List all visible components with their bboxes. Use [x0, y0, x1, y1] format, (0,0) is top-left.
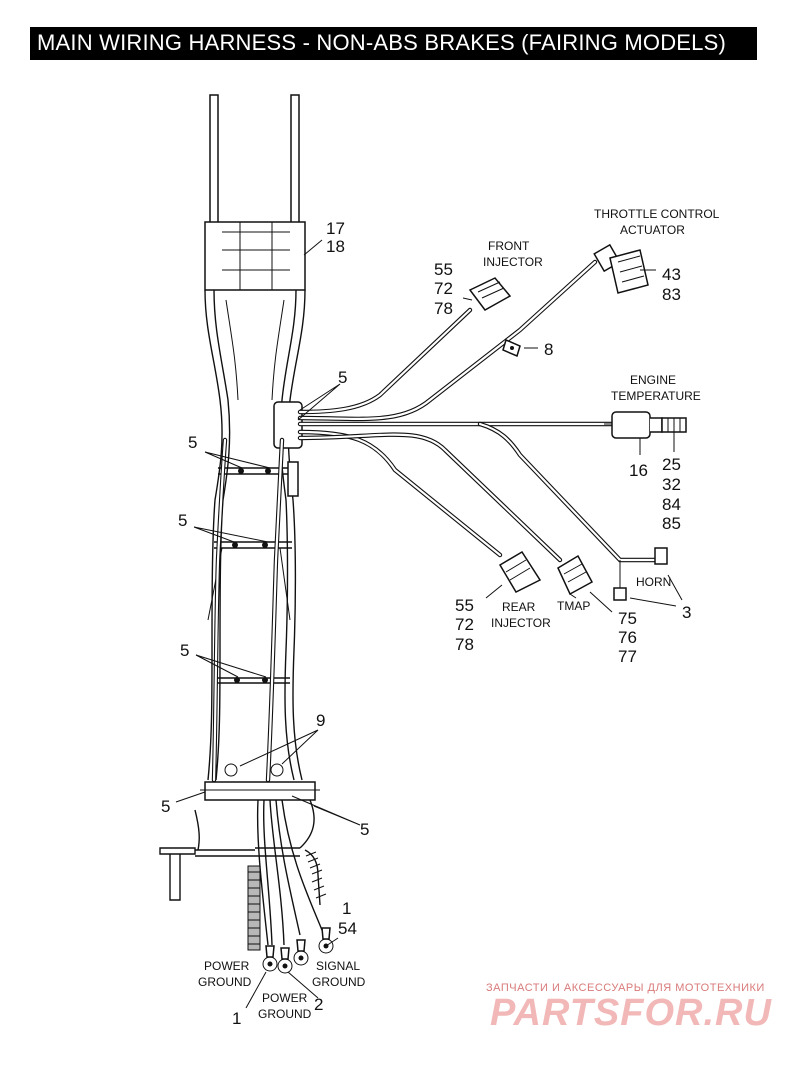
- callout-55-rear: 55: [455, 596, 474, 615]
- callout-32: 32: [662, 475, 681, 494]
- callout-17: 17: [326, 219, 345, 238]
- rear-injector-label-2: INJECTOR: [491, 616, 551, 630]
- callout-5-b: 5: [178, 511, 187, 530]
- tmap-label: TMAP: [557, 599, 590, 613]
- leader-lines: [175, 239, 683, 1009]
- ground-leads: [159, 799, 334, 974]
- throttle-actuator-connector: [593, 243, 649, 294]
- signal-ground-label-2: GROUND: [312, 975, 366, 989]
- callout-3: 3: [682, 603, 691, 622]
- callout-5-top: 5: [338, 368, 347, 387]
- callout-18: 18: [326, 237, 345, 256]
- front-injector-connector: [468, 277, 512, 311]
- engine-temperature-label-2: TEMPERATURE: [611, 389, 701, 403]
- power-ground-label: POWER: [204, 959, 250, 973]
- front-injector-label: FRONT: [488, 239, 530, 253]
- callout-5-c: 5: [180, 641, 189, 660]
- callout-43: 43: [662, 265, 681, 284]
- fuel-line-clip-8: [502, 338, 521, 358]
- frame-bolts: [232, 468, 271, 683]
- callout-1-signal: 1: [342, 899, 351, 918]
- front-injector-label-2: INJECTOR: [483, 255, 543, 269]
- callout-5-a: 5: [188, 433, 197, 452]
- callout-1-power: 1: [232, 1009, 241, 1028]
- power-ground-2-label-2: GROUND: [258, 1007, 312, 1021]
- engine-temperature-label: ENGINE: [630, 373, 676, 387]
- watermark: ЗАПЧАСТИ И АКСЕССУАРЫ ДЛЯ МОТОТЕХНИКИ PA…: [486, 982, 791, 1034]
- watermark-tagline: ЗАПЧАСТИ И АКСЕССУАРЫ ДЛЯ МОТОТЕХНИКИ: [486, 982, 765, 994]
- rear-injector-connector: [498, 550, 542, 593]
- callout-55-front: 55: [434, 260, 453, 279]
- callout-83: 83: [662, 285, 681, 304]
- callout-72-rear: 72: [455, 615, 474, 634]
- callout-8: 8: [544, 340, 553, 359]
- motorcycle-frame: [200, 94, 320, 801]
- callout-72-front: 72: [434, 279, 453, 298]
- title-bar: MAIN WIRING HARNESS - NON-ABS BRAKES (FA…: [30, 27, 757, 60]
- callout-78-rear: 78: [455, 635, 474, 654]
- engine-temperature-sensor: [611, 411, 687, 439]
- horn-connectors: [613, 547, 668, 601]
- callout-5-right: 5: [360, 820, 369, 839]
- tmap-connector: [557, 554, 594, 596]
- callout-labels: 17 18 FRONT INJECTOR 55 72 78 THROTTLE C…: [161, 207, 720, 1028]
- throttle-actuator-label: THROTTLE CONTROL: [594, 207, 720, 221]
- callout-85: 85: [662, 514, 681, 533]
- callout-78-front: 78: [434, 299, 453, 318]
- callout-16: 16: [629, 461, 648, 480]
- rear-injector-label: REAR: [502, 600, 536, 614]
- signal-ground-label: SIGNAL: [316, 959, 360, 973]
- power-ground-2-label: POWER: [262, 991, 308, 1005]
- callout-25: 25: [662, 455, 681, 474]
- page-title: MAIN WIRING HARNESS - NON-ABS BRAKES (FA…: [37, 30, 727, 55]
- harness-wires: [211, 259, 658, 783]
- power-ground-label-2: GROUND: [198, 975, 252, 989]
- throttle-actuator-label-2: ACTUATOR: [620, 223, 685, 237]
- callout-2: 2: [314, 995, 323, 1014]
- callout-76: 76: [618, 628, 637, 647]
- callout-84: 84: [662, 495, 681, 514]
- callout-75: 75: [618, 609, 637, 628]
- horn-label: HORN: [636, 575, 671, 589]
- callout-9: 9: [316, 711, 325, 730]
- callout-54: 54: [338, 919, 357, 938]
- watermark-brand: PARTSFOR.RU: [490, 992, 772, 1034]
- callout-5-left: 5: [161, 797, 170, 816]
- callout-77: 77: [618, 647, 637, 666]
